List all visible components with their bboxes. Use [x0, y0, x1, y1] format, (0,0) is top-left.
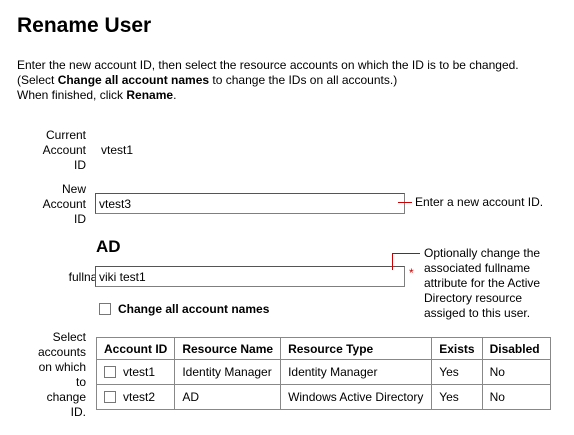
account-select-checkbox[interactable]: [104, 391, 116, 403]
label-text: accounts: [37, 345, 86, 359]
account-id-cell: vtest1: [95, 359, 176, 385]
label-text: ID: [74, 212, 86, 226]
change-all-row: Change all account names: [99, 302, 269, 316]
label-text: to: [75, 375, 86, 389]
callout-line: [398, 202, 412, 203]
column-header-resource-name: Resource Name: [174, 337, 282, 360]
label-text: Current: [45, 128, 86, 142]
table-row: vtest2 AD Windows Active Directory Yes N…: [95, 384, 551, 410]
new-account-id-label: New Account ID: [43, 182, 86, 227]
change-all-label[interactable]: Change all account names: [118, 302, 270, 316]
label-text: New: [61, 182, 86, 196]
instructions-emphasis: Rename: [126, 88, 174, 102]
instructions-text: .: [173, 88, 177, 102]
exists-cell: Yes: [431, 384, 483, 410]
label-text: ID: [74, 158, 86, 172]
instructions-line-3: When finished, click Rename.: [17, 88, 567, 103]
callout-line: [392, 253, 420, 254]
account-id-text: vtest2: [123, 390, 156, 404]
column-header-account-id: Account ID: [95, 337, 176, 360]
help-text: Optionally change the: [424, 246, 541, 260]
account-select-checkbox[interactable]: [104, 366, 116, 378]
label-text: Account: [42, 197, 86, 211]
table-header-row: Account ID Resource Name Resource Type E…: [95, 337, 551, 360]
disabled-cell: No: [481, 359, 551, 385]
fullname-input[interactable]: [95, 266, 405, 287]
resource-type-cell: Windows Active Directory: [280, 384, 433, 410]
label-text: change: [46, 390, 86, 404]
callout-line: [392, 253, 393, 270]
instructions-text: When finished, click: [17, 88, 127, 102]
column-header-resource-type: Resource Type: [280, 337, 433, 360]
instructions-emphasis: Change all account names: [57, 73, 210, 87]
help-text: Directory resource: [424, 291, 523, 305]
current-account-id-value: vtest1: [101, 143, 134, 157]
required-marker: *: [409, 266, 414, 280]
column-header-exists: Exists: [431, 337, 483, 360]
accounts-table: Account ID Resource Name Resource Type E…: [95, 337, 551, 410]
exists-cell: Yes: [431, 359, 483, 385]
table-row: vtest1 Identity Manager Identity Manager…: [95, 359, 551, 385]
instructions: Enter the new account ID, then select th…: [17, 58, 567, 103]
label-text: on which: [38, 360, 86, 374]
new-account-id-help: Enter a new account ID.: [415, 195, 544, 209]
help-text: associated fullname: [424, 261, 531, 275]
page-title: Rename User: [17, 14, 152, 37]
instructions-text: (Select: [17, 73, 58, 87]
section-ad-heading: AD: [96, 237, 121, 256]
label-text: ID.: [70, 405, 86, 419]
current-account-id-label: Current Account ID: [43, 128, 86, 173]
select-accounts-label: Select accounts on which to change ID.: [38, 330, 86, 420]
help-text: assiged to this user.: [424, 306, 531, 320]
column-header-disabled: Disabled: [481, 337, 551, 360]
new-account-id-input[interactable]: [95, 193, 405, 214]
help-text: attribute for the Active: [424, 276, 541, 290]
change-all-checkbox[interactable]: [99, 303, 111, 315]
resource-name-cell: Identity Manager: [174, 359, 282, 385]
instructions-line-1: Enter the new account ID, then select th…: [17, 58, 519, 72]
account-id-cell: vtest2: [95, 384, 176, 410]
instructions-text: to change the IDs on all accounts.): [209, 73, 398, 87]
fullname-help: Optionally change the associated fullnam…: [424, 246, 564, 321]
instructions-line-2: (Select Change all account names to chan…: [17, 73, 567, 88]
account-id-text: vtest1: [123, 365, 156, 379]
label-text: Account: [42, 143, 86, 157]
resource-type-cell: Identity Manager: [280, 359, 433, 385]
label-text: Select: [52, 330, 86, 344]
disabled-cell: No: [481, 384, 551, 410]
resource-name-cell: AD: [174, 384, 282, 410]
